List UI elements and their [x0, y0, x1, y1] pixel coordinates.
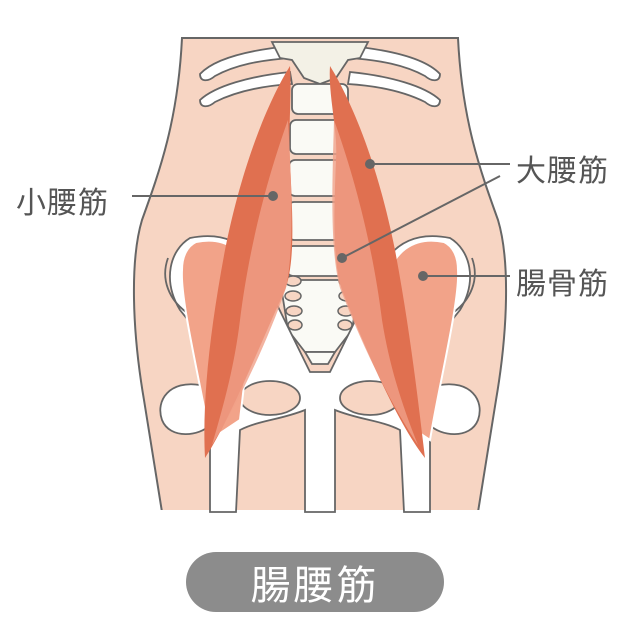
ribs — [199, 45, 441, 108]
psoas-major-right — [329, 66, 425, 458]
title-badge: 腸腰筋 — [186, 552, 444, 612]
label-iliacus: 腸骨筋 — [516, 267, 609, 302]
label-psoas-major: 大腰筋 — [516, 154, 609, 189]
psoas-major-left — [204, 66, 293, 458]
leader-lines — [132, 159, 510, 281]
label-psoas-minor: 小腰筋 — [16, 186, 109, 221]
